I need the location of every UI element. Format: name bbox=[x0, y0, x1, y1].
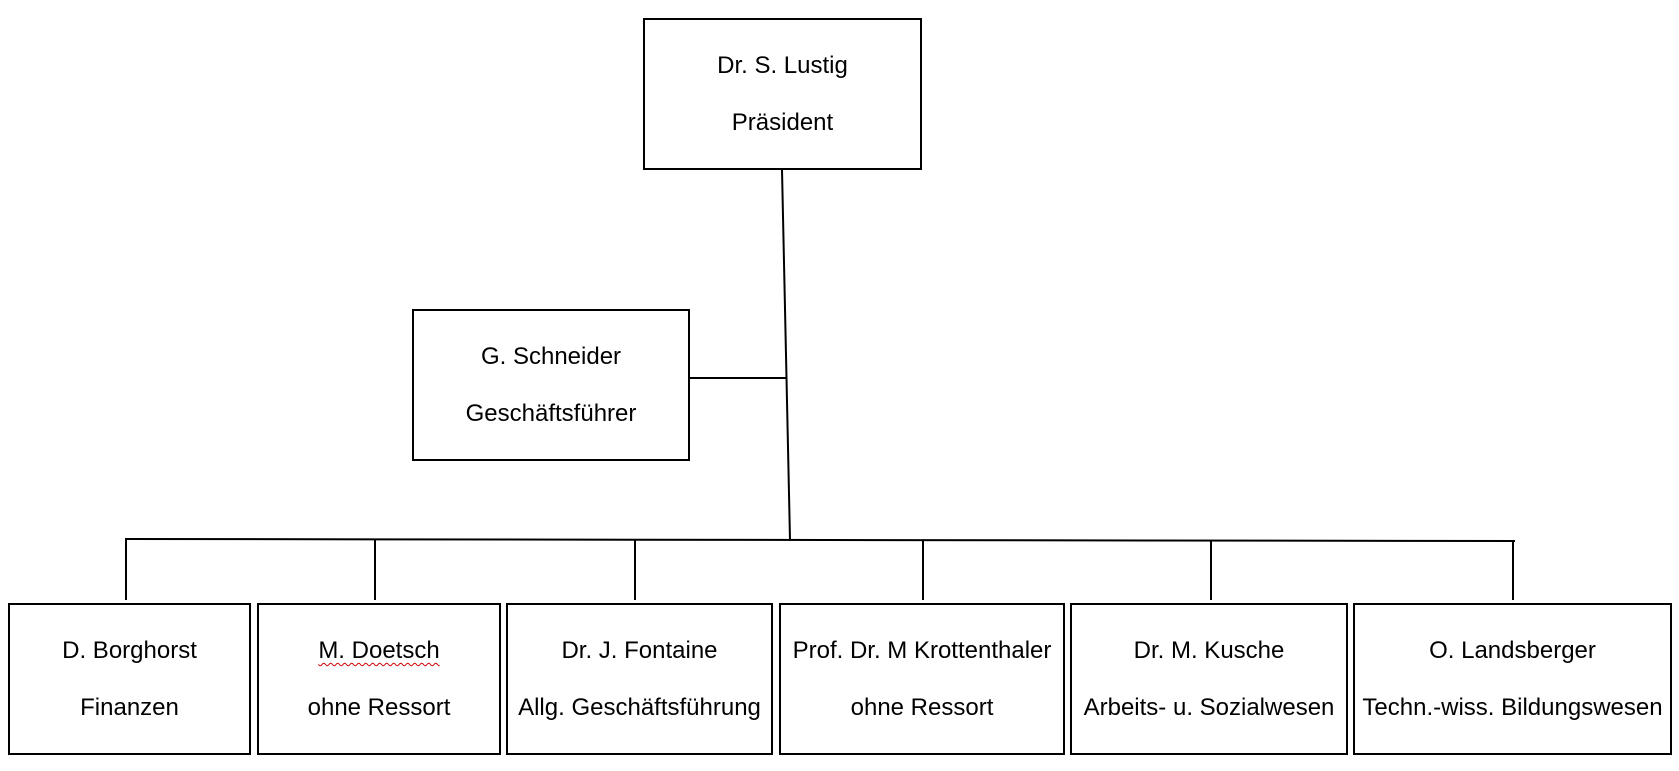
president-box: Dr. S. Lustig Präsident bbox=[643, 18, 922, 170]
president-name: Dr. S. Lustig bbox=[717, 52, 848, 79]
member-name: M. Doetsch bbox=[318, 637, 440, 664]
manager-role: Geschäftsführer bbox=[465, 400, 637, 427]
member-name: Prof. Dr. M Krottenthaler bbox=[792, 637, 1052, 664]
member-role: ohne Ressort bbox=[307, 694, 451, 721]
member-box-4: Prof. Dr. M Krottenthaler ohne Ressort bbox=[779, 603, 1065, 755]
manager-box: G. Schneider Geschäftsführer bbox=[412, 309, 690, 461]
member-name: Dr. M. Kusche bbox=[1133, 637, 1285, 664]
member-role: Arbeits- u. Sozialwesen bbox=[1083, 694, 1335, 721]
member-box-3: Dr. J. Fontaine Allg. Geschäftsführung bbox=[506, 603, 773, 755]
member-name: D. Borghorst bbox=[62, 637, 197, 664]
member-box-1: D. Borghorst Finanzen bbox=[8, 603, 251, 755]
member-role: Finanzen bbox=[80, 694, 179, 721]
member-box-2: M. Doetsch ohne Ressort bbox=[257, 603, 501, 755]
trunk-line bbox=[781, 169, 791, 541]
member-role: Allg. Geschäftsführung bbox=[518, 694, 761, 721]
member-bus-line bbox=[124, 538, 1516, 542]
member-box-6: O. Landsberger Techn.-wiss. Bildungswese… bbox=[1353, 603, 1672, 755]
member-role: Techn.-wiss. Bildungswesen bbox=[1362, 694, 1663, 721]
president-role: Präsident bbox=[731, 109, 834, 136]
member-role: ohne Ressort bbox=[850, 694, 994, 721]
member-name: O. Landsberger bbox=[1429, 637, 1596, 664]
member-name: Dr. J. Fontaine bbox=[561, 637, 718, 664]
manager-name: G. Schneider bbox=[480, 343, 622, 370]
member-box-5: Dr. M. Kusche Arbeits- u. Sozialwesen bbox=[1070, 603, 1348, 755]
